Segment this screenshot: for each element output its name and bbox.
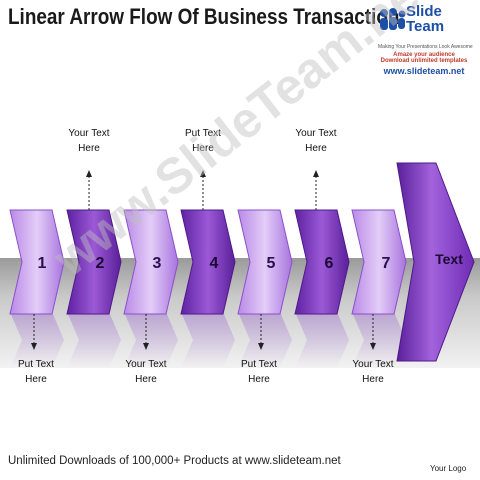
chevron-6[interactable]	[294, 209, 350, 315]
top-label-6-line2: Here	[305, 143, 327, 154]
chevron-7[interactable]	[351, 209, 407, 315]
chevron-number-3: 3	[153, 255, 162, 272]
chevron-5[interactable]	[237, 209, 293, 315]
chevron-number-5: 5	[267, 255, 276, 272]
chevron-reflections	[10, 312, 406, 368]
chevron-1[interactable]	[9, 209, 65, 315]
top-label-2: Your Text Here	[54, 126, 124, 156]
promo-line-1: Amaze your audience	[393, 52, 455, 58]
bottom-label-1-line1: Put Text	[18, 359, 54, 370]
chevron-number-2: 2	[96, 255, 105, 272]
chevron-number-7: 7	[382, 255, 391, 272]
logo-name-line1: Slide	[406, 3, 442, 20]
slideteam-logo: Slide Team Making Your Presentations Loo…	[376, 3, 476, 50]
chevron-number-4: 4	[210, 255, 219, 272]
logo-name-line2: Team	[406, 18, 445, 35]
promo-url[interactable]: www.slideteam.net	[383, 65, 465, 76]
people-icon	[380, 8, 406, 30]
chevron-number-1: 1	[38, 255, 47, 272]
top-label-6-line1: Your Text	[295, 128, 337, 139]
bottom-label-1: Put Text Here	[1, 357, 71, 387]
up-connectors	[88, 176, 317, 210]
top-label-2-line1: Your Text	[68, 128, 110, 139]
arrowhead-up-2	[86, 170, 92, 177]
promo-line-2: Download unlimited templates	[380, 58, 468, 65]
arrowhead-down-5	[258, 343, 264, 350]
slide-title: Linear Arrow Flow Of Business Transactio…	[8, 4, 400, 29]
top-label-2-line2: Here	[78, 143, 100, 154]
footer-text: Unlimited Downloads of 100,000+ Products…	[8, 455, 341, 467]
bottom-label-5-line1: Put Text	[241, 359, 277, 370]
arrowhead-up-4	[200, 170, 206, 177]
arrowhead-down-7	[370, 343, 376, 350]
bottom-label-7-line2: Here	[362, 374, 384, 385]
promo-block: Amaze your audience Download unlimited t…	[374, 52, 474, 76]
chevron-2[interactable]	[66, 209, 122, 315]
bottom-label-1-line2: Here	[25, 374, 47, 385]
bottom-label-3: Your Text Here	[111, 357, 181, 387]
bottom-label-5-line2: Here	[248, 374, 270, 385]
top-label-4: Put Text Here	[168, 126, 238, 156]
top-label-4-line1: Put Text	[185, 128, 221, 139]
arrowhead-down-3	[143, 343, 149, 350]
logo-tagline: Making Your Presentations Look Awesome	[378, 44, 473, 50]
bottom-label-3-line2: Here	[135, 374, 157, 385]
chevron-4[interactable]	[180, 209, 236, 315]
big-arrow-label: Text	[435, 251, 463, 267]
arrowhead-up-6	[313, 170, 319, 177]
big-arrow[interactable]	[396, 162, 475, 362]
bottom-label-5: Put Text Here	[224, 357, 294, 387]
top-label-4-line2: Here	[192, 143, 214, 154]
bottom-label-7-line1: Your Text	[352, 359, 394, 370]
arrowhead-down-1	[31, 343, 37, 350]
top-label-6: Your Text Here	[281, 126, 351, 156]
bottom-label-3-line1: Your Text	[125, 359, 167, 370]
bottom-label-7: Your Text Here	[338, 357, 408, 387]
your-logo-placeholder: Your Logo	[430, 464, 467, 473]
chevron-3[interactable]	[123, 209, 179, 315]
chevron-number-6: 6	[325, 255, 334, 272]
down-connectors	[33, 314, 374, 344]
